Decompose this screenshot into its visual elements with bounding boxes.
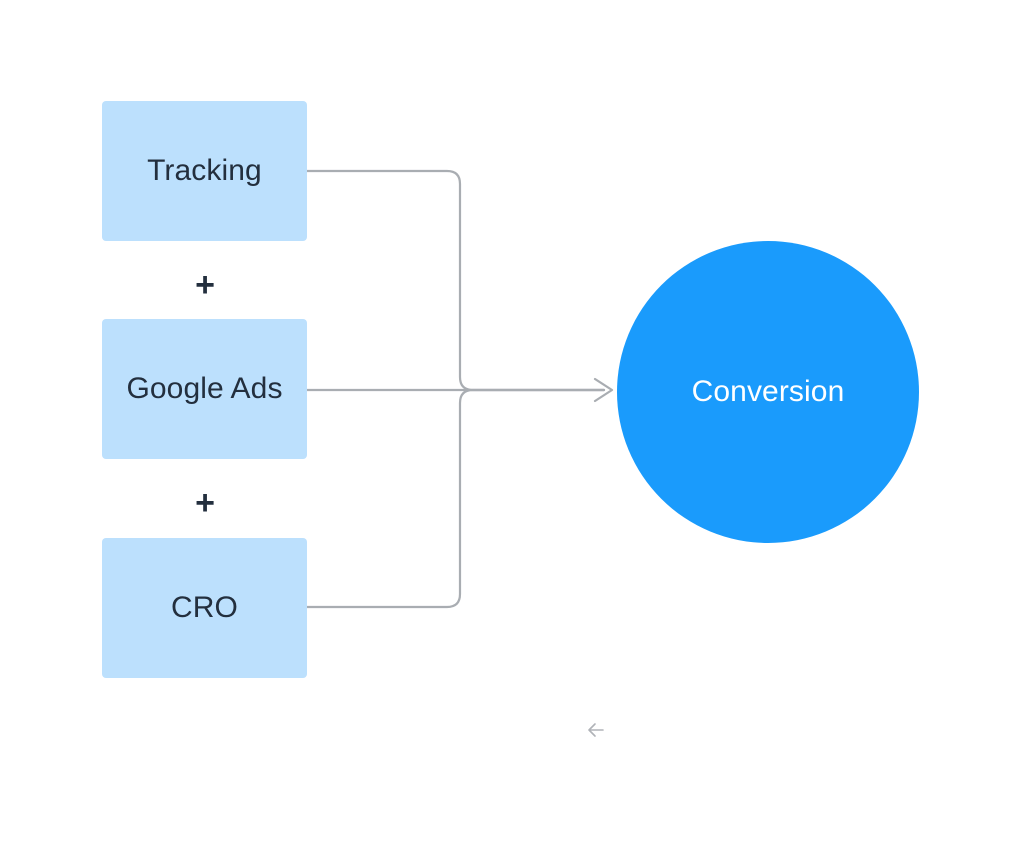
operator-plus-2: +	[185, 483, 225, 523]
back-arrow-icon[interactable]	[578, 712, 614, 748]
node-tracking-label: Tracking	[147, 154, 262, 187]
edge-tracking-to-conversion	[305, 169, 606, 392]
operator-plus-2-label: +	[195, 484, 215, 522]
arrowhead-icon	[593, 377, 614, 403]
edge-cro-to-conversion	[305, 388, 606, 609]
operator-plus-1: +	[185, 265, 225, 305]
node-cro[interactable]: CRO	[102, 538, 307, 678]
arrow-left-icon	[588, 723, 604, 737]
node-cro-label: CRO	[171, 591, 238, 624]
node-tracking[interactable]: Tracking	[102, 101, 307, 241]
node-conversion-label: Conversion	[691, 375, 845, 408]
node-google-ads-label: Google Ads	[126, 372, 283, 405]
operator-plus-1-label: +	[195, 266, 215, 304]
node-google-ads[interactable]: Google Ads	[102, 319, 307, 459]
node-conversion[interactable]: Conversion	[617, 241, 919, 543]
